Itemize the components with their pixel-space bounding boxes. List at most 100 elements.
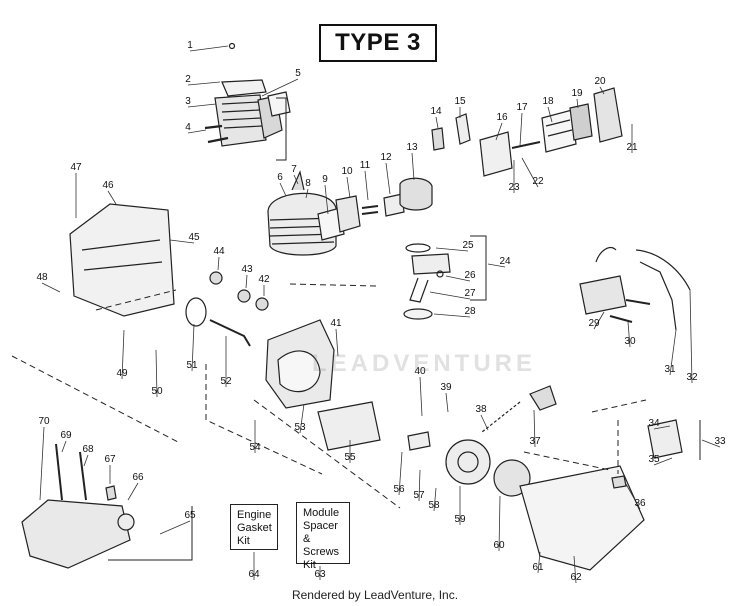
part-number-47[interactable]: 47 [70, 162, 82, 173]
part-number-56[interactable]: 56 [393, 484, 405, 495]
part-number-45[interactable]: 45 [188, 232, 200, 243]
part-number-5[interactable]: 5 [295, 68, 301, 79]
leader-line-16 [495, 122, 503, 141]
part-number-53[interactable]: 53 [294, 422, 306, 433]
leader-line-33 [701, 439, 721, 448]
leader-line-68 [83, 454, 89, 467]
part-number-24[interactable]: 24 [499, 256, 511, 267]
part-number-38[interactable]: 38 [475, 404, 487, 415]
part-number-13[interactable]: 13 [406, 142, 418, 153]
leader-line-51 [191, 323, 195, 372]
part-number-57[interactable]: 57 [413, 490, 425, 501]
leader-line-37 [533, 409, 536, 448]
leader-line-1 [189, 45, 229, 52]
leader-line-35 [653, 457, 673, 466]
leader-line-43 [245, 274, 248, 289]
part-number-42[interactable]: 42 [258, 274, 270, 285]
leader-line-13 [411, 152, 415, 181]
footer-credit: Rendered by LeadVenture, Inc. [291, 588, 459, 602]
leader-line-34 [653, 425, 671, 430]
engine-gasket-kit-box[interactable]: Engine Gasket Kit [230, 504, 278, 550]
part-number-41[interactable]: 41 [330, 318, 342, 329]
leader-line-20 [599, 86, 605, 95]
module-spacer-kit-box[interactable]: Module Spacer & Screws Kit [296, 502, 350, 571]
part-number-15[interactable]: 15 [454, 96, 466, 107]
leader-line-2 [187, 81, 221, 86]
leader-line-19 [576, 98, 579, 109]
part-number-26[interactable]: 26 [464, 270, 476, 281]
part-number-8[interactable]: 8 [305, 178, 311, 189]
part-number-64[interactable]: 64 [248, 569, 260, 580]
part-number-63[interactable]: 63 [314, 569, 326, 580]
leader-line-31 [669, 329, 677, 376]
part-number-31[interactable]: 31 [664, 364, 676, 375]
part-number-4[interactable]: 4 [185, 122, 191, 133]
part-number-21[interactable]: 21 [626, 142, 638, 153]
part-number-16[interactable]: 16 [496, 112, 508, 123]
part-number-3[interactable]: 3 [185, 96, 191, 107]
part-number-29[interactable]: 29 [588, 318, 600, 329]
part-number-69[interactable]: 69 [60, 430, 72, 441]
leader-line-4 [187, 129, 207, 134]
part-number-40[interactable]: 40 [414, 366, 426, 377]
part-number-65[interactable]: 65 [184, 510, 196, 521]
part-number-67[interactable]: 67 [104, 454, 116, 465]
part-number-9[interactable]: 9 [322, 174, 328, 185]
part-number-33[interactable]: 33 [714, 436, 726, 447]
part-number-70[interactable]: 70 [38, 416, 50, 427]
part-number-62[interactable]: 62 [570, 572, 582, 583]
part-number-28[interactable]: 28 [464, 306, 476, 317]
part-number-20[interactable]: 20 [594, 76, 606, 87]
part-number-44[interactable]: 44 [213, 246, 225, 257]
part-number-43[interactable]: 43 [241, 264, 253, 275]
part-number-17[interactable]: 17 [516, 102, 528, 113]
leader-line-25 [435, 247, 469, 252]
part-number-68[interactable]: 68 [82, 444, 94, 455]
leader-line-62 [573, 555, 577, 584]
part-number-66[interactable]: 66 [132, 472, 144, 483]
part-number-48[interactable]: 48 [36, 272, 48, 283]
part-number-34[interactable]: 34 [648, 418, 660, 429]
leader-line-3 [187, 103, 217, 108]
part-number-32[interactable]: 32 [686, 372, 698, 383]
part-number-12[interactable]: 12 [380, 152, 392, 163]
part-number-18[interactable]: 18 [542, 96, 554, 107]
part-number-60[interactable]: 60 [493, 540, 505, 551]
part-number-7[interactable]: 7 [291, 164, 297, 175]
part-number-14[interactable]: 14 [430, 106, 442, 117]
part-number-39[interactable]: 39 [440, 382, 452, 393]
leader-line-49 [121, 329, 125, 380]
part-number-37[interactable]: 37 [529, 436, 541, 447]
part-number-55[interactable]: 55 [344, 452, 356, 463]
part-number-11[interactable]: 11 [360, 160, 371, 171]
leader-line-32 [689, 289, 693, 384]
part-number-51[interactable]: 51 [186, 360, 198, 371]
part-number-1[interactable]: 1 [187, 40, 193, 51]
part-number-36[interactable]: 36 [634, 498, 646, 509]
part-number-2[interactable]: 2 [185, 74, 191, 85]
leader-line-8 [305, 188, 309, 199]
part-number-46[interactable]: 46 [102, 180, 114, 191]
part-number-10[interactable]: 10 [341, 166, 353, 177]
leader-line-9 [324, 184, 329, 215]
leader-line-10 [346, 176, 351, 199]
leader-line-45 [169, 239, 195, 244]
part-number-22[interactable]: 22 [532, 176, 544, 187]
part-number-49[interactable]: 49 [116, 368, 128, 379]
part-number-30[interactable]: 30 [624, 336, 636, 347]
leader-line-70 [39, 426, 45, 501]
part-number-52[interactable]: 52 [220, 376, 232, 387]
leader-line-41 [335, 328, 339, 357]
part-number-19[interactable]: 19 [571, 88, 583, 99]
part-number-59[interactable]: 59 [454, 514, 466, 525]
part-number-54[interactable]: 54 [249, 442, 261, 453]
part-number-58[interactable]: 58 [428, 500, 440, 511]
part-number-6[interactable]: 6 [277, 172, 283, 183]
part-number-23[interactable]: 23 [508, 182, 520, 193]
part-number-27[interactable]: 27 [464, 288, 476, 299]
part-number-35[interactable]: 35 [648, 454, 660, 465]
part-number-50[interactable]: 50 [151, 386, 163, 397]
part-number-61[interactable]: 61 [532, 562, 544, 573]
part-number-25[interactable]: 25 [462, 240, 474, 251]
piston-assembly [403, 243, 451, 320]
